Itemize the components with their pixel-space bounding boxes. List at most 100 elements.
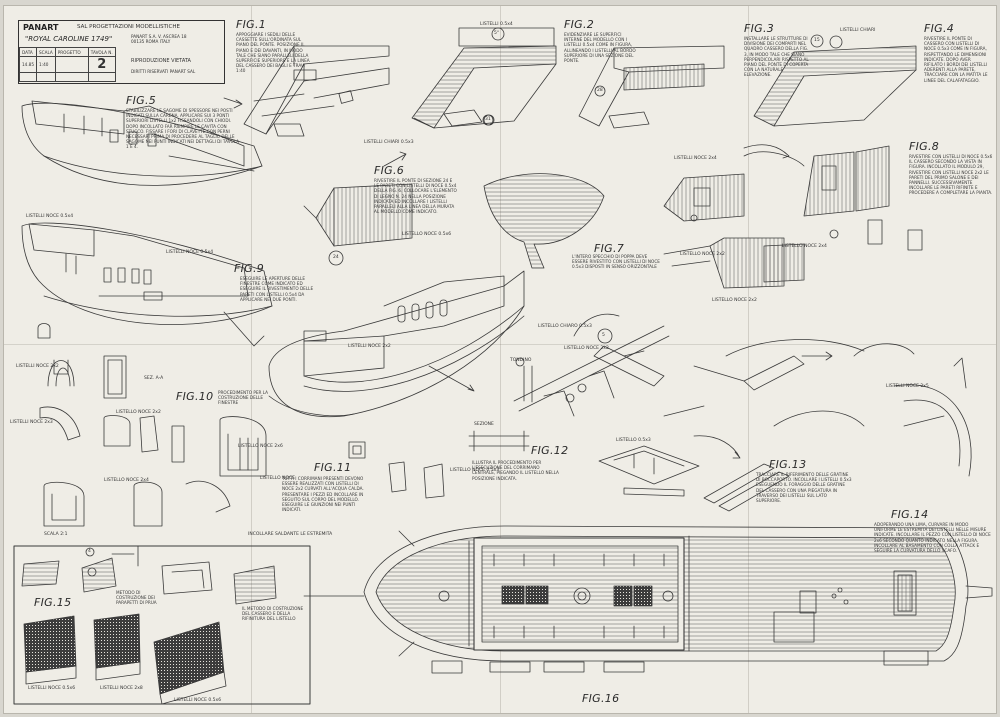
figure-1-note: APPOGGIARE I SEDILI DELLE CASSETTE SULL'… (236, 32, 310, 74)
scale-label: SCALA 2:1 (44, 532, 68, 537)
figure-title: FIG.7 (594, 242, 625, 255)
part-label: LISTELLI NOCE 2x2 (348, 344, 391, 349)
reproduction-notice: RIPRODUZIONE VIETATA (131, 58, 191, 64)
part-label: LISTELLO NOCE 2x2 (680, 252, 725, 257)
figure-title: FIG.6 (374, 164, 405, 177)
project-signature-cell (54, 56, 89, 73)
fold-line (4, 344, 996, 345)
part-label: LISTELLO CHIARO 0.5x3 (538, 324, 592, 329)
section-label: SEZIONE (474, 422, 494, 427)
header-cell: PROGETTO (54, 47, 89, 57)
part-label: LISTELLI NOCE 2x8 (100, 686, 143, 691)
figure-4-drawing (753, 35, 917, 127)
part-label: LISTELLI NOCE 2x2 (16, 364, 59, 369)
section-label: SEZ. A-A (144, 376, 164, 381)
glue-note: INCOLLARE SALDANTE LE ESTREMITA (248, 532, 333, 537)
part-number: 24 (333, 255, 339, 260)
part-label: LISTELLI 0.5x4 (480, 22, 513, 27)
figure-7-note: L'INTERO SPECCHIO DI POPPA DEVE ESSERE R… (572, 254, 660, 270)
header-cell: SCALA (36, 47, 56, 57)
title-block: PANART SAL PROGETTAZIONI MODELLISTICHE "… (18, 20, 225, 84)
figure-9-hull (21, 222, 273, 347)
figure-15-note: METODO DI COSTRUZIONE DEI PARAPETTI DI P… (116, 590, 157, 606)
part-number: 28 (597, 88, 603, 93)
figure-title: FIG.2 (564, 18, 595, 31)
header-cell: DATA (19, 47, 37, 57)
empty-cell (36, 72, 56, 82)
figure-title: FIG.15 (34, 596, 72, 609)
model-name: "ROYAL CAROLINE 1749" (25, 35, 113, 43)
address-line: PANART S.A. V. ASCREA 18 (131, 34, 187, 39)
part-label: LISTELLI NOCE 2x5 (886, 384, 929, 389)
figure-title: FIG.12 (531, 444, 569, 457)
technical-drawing (13, 27, 993, 705)
figure-11-note: TUTTI I CORRIMANI PRESENTI DEVONO ESSERE… (282, 476, 364, 513)
part-number-circles (482, 34, 824, 344)
figure-title: FIG.11 (314, 461, 352, 474)
part-label: LISTELLI NOCE 2x3 (10, 420, 53, 425)
figure-2-note: EVIDENZIARE LE SUPERFICI INTERNE DEL MOD… (564, 32, 636, 64)
drawing-sheet: PANART SAL PROGETTAZIONI MODELLISTICHE "… (4, 6, 996, 713)
empty-cell (87, 72, 116, 82)
figure-13-grates (598, 445, 790, 512)
part-label: LISTELLO NOCE 0.5x3 (450, 468, 500, 473)
part-label: LISTELLI NOCE 0.5x6 (28, 686, 76, 691)
part-label: LISTELLI CHIARI 0.5x3 (364, 140, 414, 145)
part-number: 5° (494, 31, 500, 36)
part-label: LISTELLI NOCE 0.5x4 (166, 250, 214, 255)
figure-15-note: IL METODO DI COSTRUZIONE DEL CASSERO E D… (242, 606, 304, 622)
figure-8-drawing (663, 145, 923, 289)
company-address: PANART S.A. V. ASCREA 18 00135 ROMA ITAL… (131, 34, 187, 44)
figure-title: FIG.16 (582, 692, 620, 705)
figure-8-note: RIVESTIRE CON LISTELLI DI NOCE 0.5x6 IL … (909, 154, 993, 196)
part-label: LISTELLO 0.5x3 (616, 438, 651, 443)
sheet-number: 2 (87, 56, 116, 73)
header-cell: TAVOLA N. (87, 47, 116, 57)
figure-3-drawing (578, 45, 725, 129)
company-name: SAL PROGETTAZIONI MODELLISTICHE (77, 24, 180, 30)
figure-16-deck-plan (303, 525, 993, 674)
figure-title: FIG.1 (236, 18, 267, 31)
part-number: 5 (602, 333, 605, 338)
rights-notice: DIRITTI RISERVATI PANART SAL (131, 69, 196, 74)
title-block-table: DATA SCALA PROGETTO TAVOLA N. 14.85 1:40… (19, 47, 116, 82)
empty-cell (19, 72, 37, 82)
figure-3-note: INSTALLARE LE STRUTTURE DI DIVISIONE DEI… (744, 36, 809, 78)
figure-title: FIG.10 (176, 390, 214, 403)
figure-10-windows (37, 323, 267, 527)
part-label: LISTELLO NOCE 2x4 (104, 478, 149, 483)
part-number: 31 (485, 117, 491, 122)
figure-10-note: PROCEDIMENTO PER LA COSTRUZIONE DELLE FI… (218, 390, 269, 406)
figure-2-drawing (411, 27, 557, 129)
figure-14-drawing (663, 339, 972, 477)
part-label: LISTELLO NOCE 2x2 (712, 298, 757, 303)
part-label: LISTELLI CHIARI (840, 28, 876, 33)
part-number: 15 (814, 38, 820, 43)
figure-title: FIG.4 (924, 22, 955, 35)
scale-cell: 1:40 (36, 56, 56, 73)
part-label: LISTELLI NOCE 0.5x4 (26, 214, 74, 219)
fold-line (748, 6, 749, 713)
part-label: LISTELLI NOCE 2x4 (674, 156, 717, 161)
figure-title: FIG.5 (126, 94, 157, 107)
figure-6-note: RIVESTIRE IL PONTE DI SEZIONE 24 E LE PA… (374, 178, 457, 215)
part-number: 4 (88, 549, 91, 554)
figure-14-note: ADOPERANDO UNA LIMA, CURVARE IN MODO UNI… (874, 522, 991, 554)
figure-11-hull (268, 270, 525, 418)
figure-title: FIG.14 (891, 508, 929, 521)
figure-title: FIG.13 (769, 458, 807, 471)
brand-name: PANART (23, 23, 59, 32)
figure-12-rails (468, 313, 670, 452)
figure-1-drawing (223, 45, 390, 137)
figure-9-note: ESEGUIRE LE APERTURE DELLE FINESTRE COME… (240, 276, 314, 302)
part-label: LISTELLO NOCE 2x6 (238, 444, 283, 449)
part-label: LISTELLO NOCE (260, 476, 296, 481)
fold-line (500, 6, 501, 713)
figure-7-transom (483, 173, 605, 269)
arrows (383, 144, 833, 459)
figure-13-note: TRACCIARE IL RIFERIMENTO DELLE GRATINE D… (756, 472, 852, 504)
date-cell: 14.85 (19, 56, 37, 73)
address-line: 00135 ROMA ITALY (131, 39, 171, 45)
part-label: TONDINO (510, 358, 532, 363)
figure-title: FIG.9 (234, 262, 265, 275)
